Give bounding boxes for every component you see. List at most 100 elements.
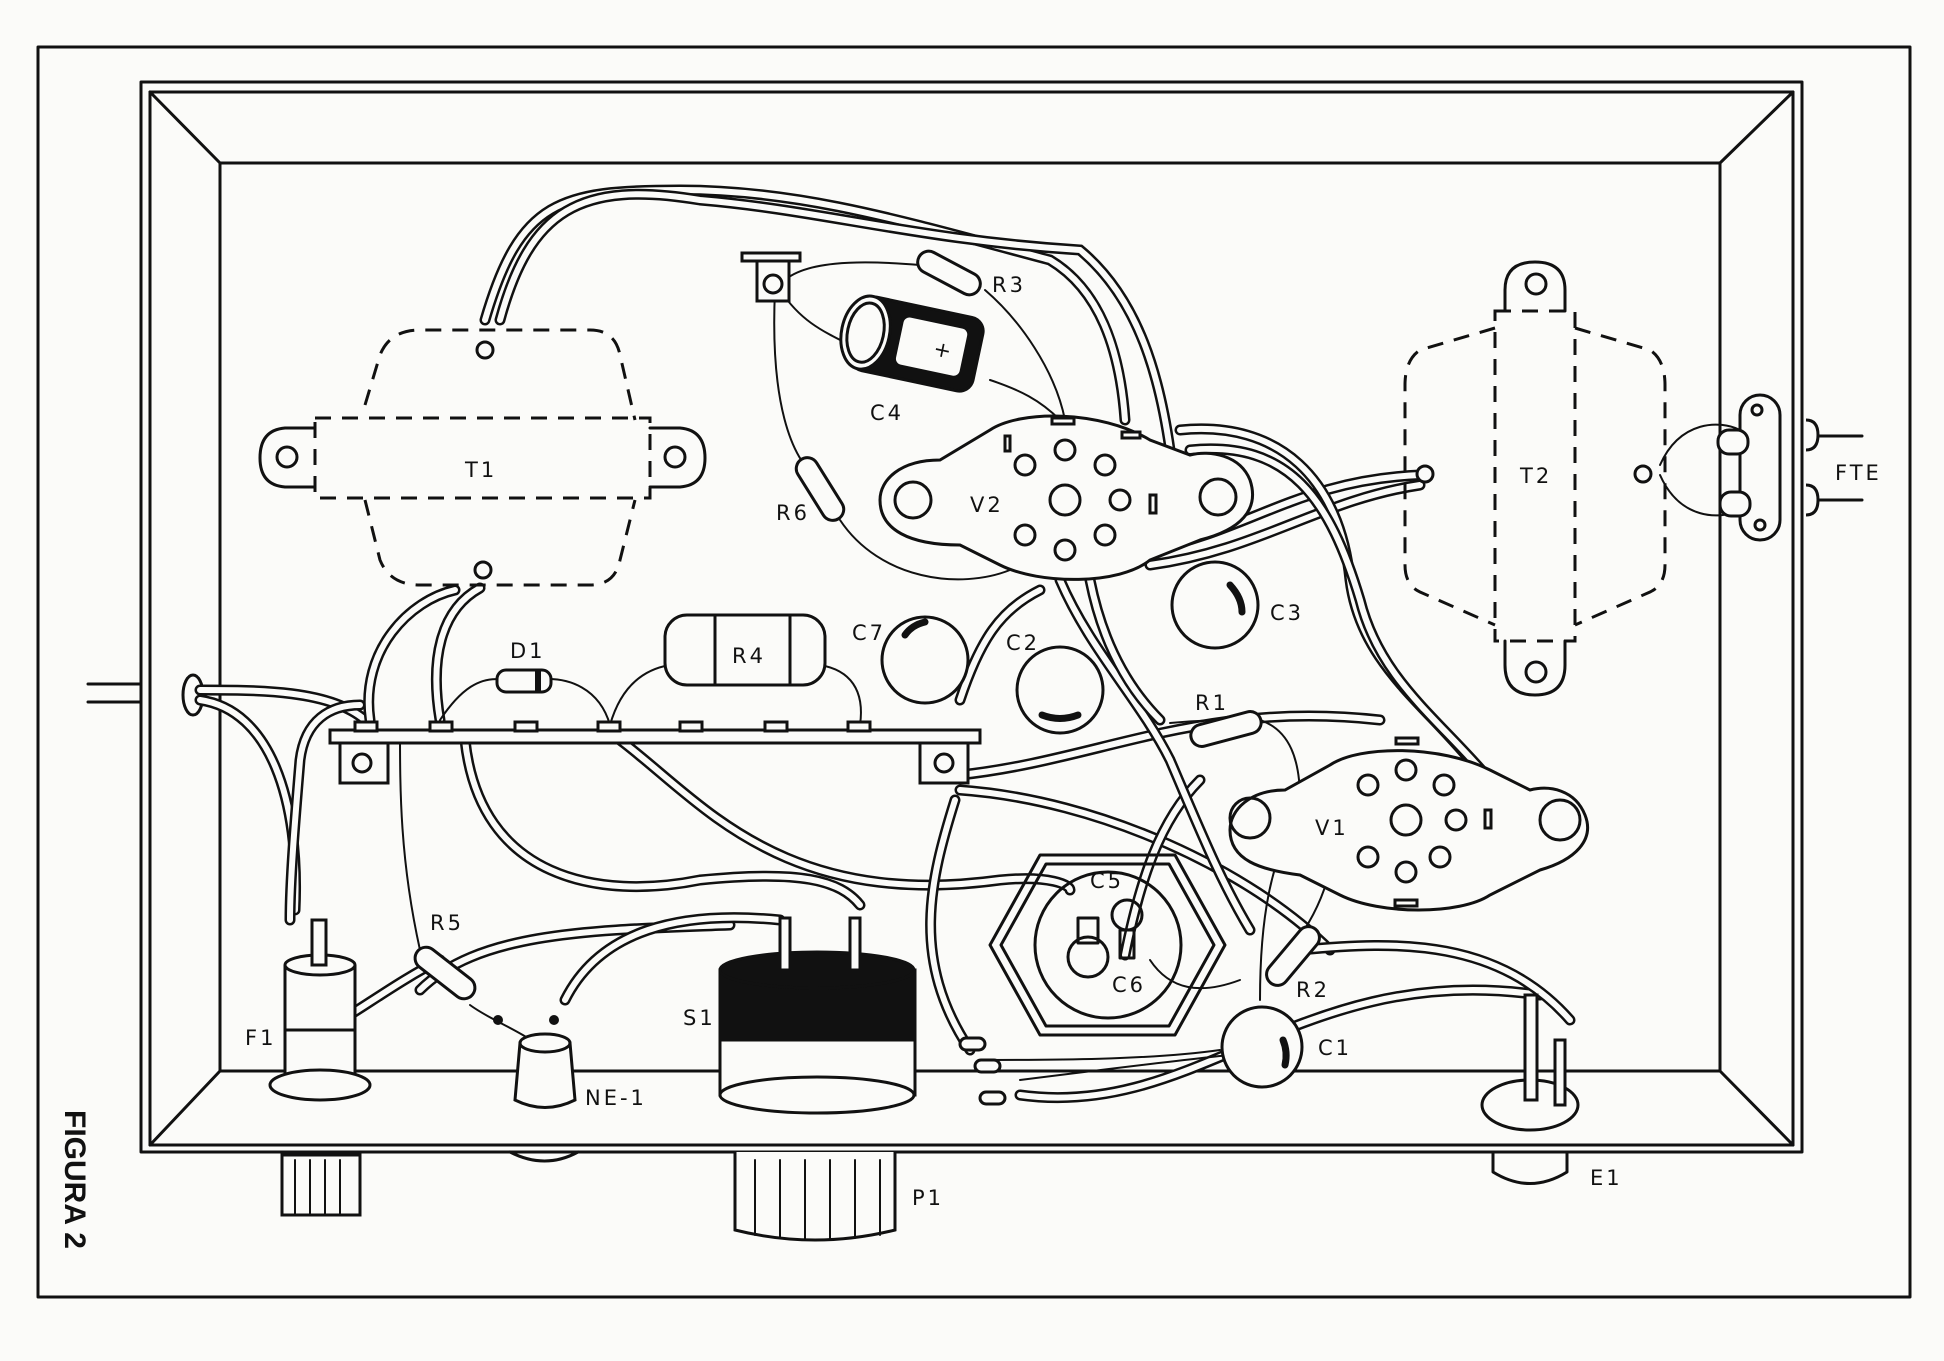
v2-mount-hole-right: [1198, 477, 1238, 517]
c5-terminal-stem: [1076, 916, 1100, 945]
label-p1: P1: [912, 1186, 944, 1210]
label-r3: R3: [992, 273, 1026, 297]
v1-pin: [1356, 773, 1380, 797]
s1-terminal: [848, 916, 862, 972]
lead: [839, 519, 1011, 581]
lug: [353, 720, 379, 733]
s1-lug: [973, 1058, 1002, 1074]
wire: [1147, 482, 1423, 568]
c4-sleeve: [895, 317, 968, 376]
wire: [1187, 445, 1493, 783]
c5-terminal: [1066, 935, 1110, 979]
tube-socket-v1: V1: [1228, 736, 1590, 912]
tube-socket-v2: V2: [878, 414, 1255, 581]
v2-pin: [1093, 523, 1117, 547]
label-c7: C7: [852, 621, 886, 645]
v2-mount-hole-left: [893, 480, 933, 520]
capacitor-c3: C3: [1170, 560, 1304, 650]
c3-mark: [1226, 581, 1246, 616]
wire: [1057, 577, 1253, 933]
e1-pin: [1523, 993, 1539, 1102]
strip-bracket-right: [918, 741, 970, 785]
s1-lug: [958, 1036, 987, 1052]
lug: [846, 720, 872, 733]
wire: [562, 914, 783, 1003]
figure-caption: FIGURA 2: [58, 1110, 91, 1249]
lead: [819, 664, 862, 726]
label-v2: V2: [970, 493, 1004, 517]
c6-terminal-stem: [1118, 928, 1136, 960]
label-r5: R5: [430, 911, 464, 935]
lug: [596, 720, 622, 733]
jack-e1: E1: [1480, 993, 1620, 1190]
r6-body: [794, 456, 846, 522]
wire: [957, 787, 1333, 953]
v1-pin: [1432, 773, 1456, 797]
v2-lug: [1050, 416, 1076, 426]
t2-tab-bottom: [1503, 639, 1567, 697]
chassis-bevel-tr: [1718, 90, 1795, 165]
c1-mark: [1279, 1036, 1290, 1069]
transformer-t1: T1: [258, 328, 707, 587]
t1-hole-right: [663, 445, 687, 469]
terminal-strip: [328, 720, 982, 785]
s1-terminal: [778, 916, 792, 972]
lug: [428, 720, 454, 733]
s1-lug: [978, 1090, 1007, 1106]
resistor-r6: R6: [776, 456, 846, 525]
lead: [984, 289, 1066, 421]
v1-lug: [1483, 808, 1493, 830]
strip-nut-right: [933, 752, 955, 774]
f1-cap-pin: [310, 918, 328, 967]
wire: [433, 585, 483, 723]
ne1-top: [518, 1032, 572, 1054]
fte-hole: [1750, 403, 1764, 417]
v2-pin: [1093, 453, 1117, 477]
e1-pin: [1553, 1038, 1567, 1107]
t2-terminal-right: [1633, 464, 1653, 484]
v2-lug: [1003, 434, 1012, 453]
v1-center-hole: [1389, 803, 1423, 837]
strip-bar: [328, 728, 982, 745]
fte-screw-outside-bottom: [1805, 483, 1820, 517]
lead: [439, 678, 506, 721]
v2-pin: [1013, 523, 1037, 547]
t2-hole-top: [1524, 272, 1548, 296]
lug: [678, 720, 704, 733]
label-t1: T1: [464, 458, 497, 482]
e1-outside: [1491, 1150, 1569, 1185]
v1-pin: [1428, 845, 1452, 869]
c7-mark: [901, 618, 929, 639]
d1-band: [535, 670, 541, 692]
chassis-outer-edge: [139, 80, 1804, 1154]
wire: [927, 797, 973, 1053]
t1-core: [313, 416, 652, 500]
c5-c6-hex-nut-outer: [988, 853, 1227, 1037]
t1-outline-bottom: [363, 499, 637, 587]
lead: [609, 664, 671, 726]
label-c3: C3: [1270, 601, 1304, 625]
label-d1: D1: [510, 639, 546, 663]
diode-d1: D1: [495, 639, 553, 694]
ne1-solder: [493, 1015, 503, 1025]
r3-body: [916, 249, 982, 297]
chassis-bevel-bl: [148, 1069, 222, 1147]
v1-lug: [1393, 898, 1419, 908]
v2-lug: [1148, 493, 1158, 515]
label-r6: R6: [776, 501, 810, 525]
twisted-wire: [479, 184, 1131, 426]
lead: [979, 1049, 1221, 1061]
wire: [462, 737, 863, 908]
lead: [773, 289, 821, 481]
lead: [1019, 1054, 1231, 1081]
r2-body: [1265, 925, 1321, 987]
c1-body: [1220, 1005, 1304, 1089]
c2-body: [1015, 645, 1105, 735]
v1-plate: [1228, 749, 1590, 912]
lug: [763, 720, 789, 733]
capacitor-c2: C2: [1006, 631, 1105, 735]
capacitor-c1: C1: [1220, 1005, 1349, 1089]
chassis-bevel-br: [1718, 1069, 1795, 1147]
fuse-holder-f1: F1: [245, 918, 372, 1217]
